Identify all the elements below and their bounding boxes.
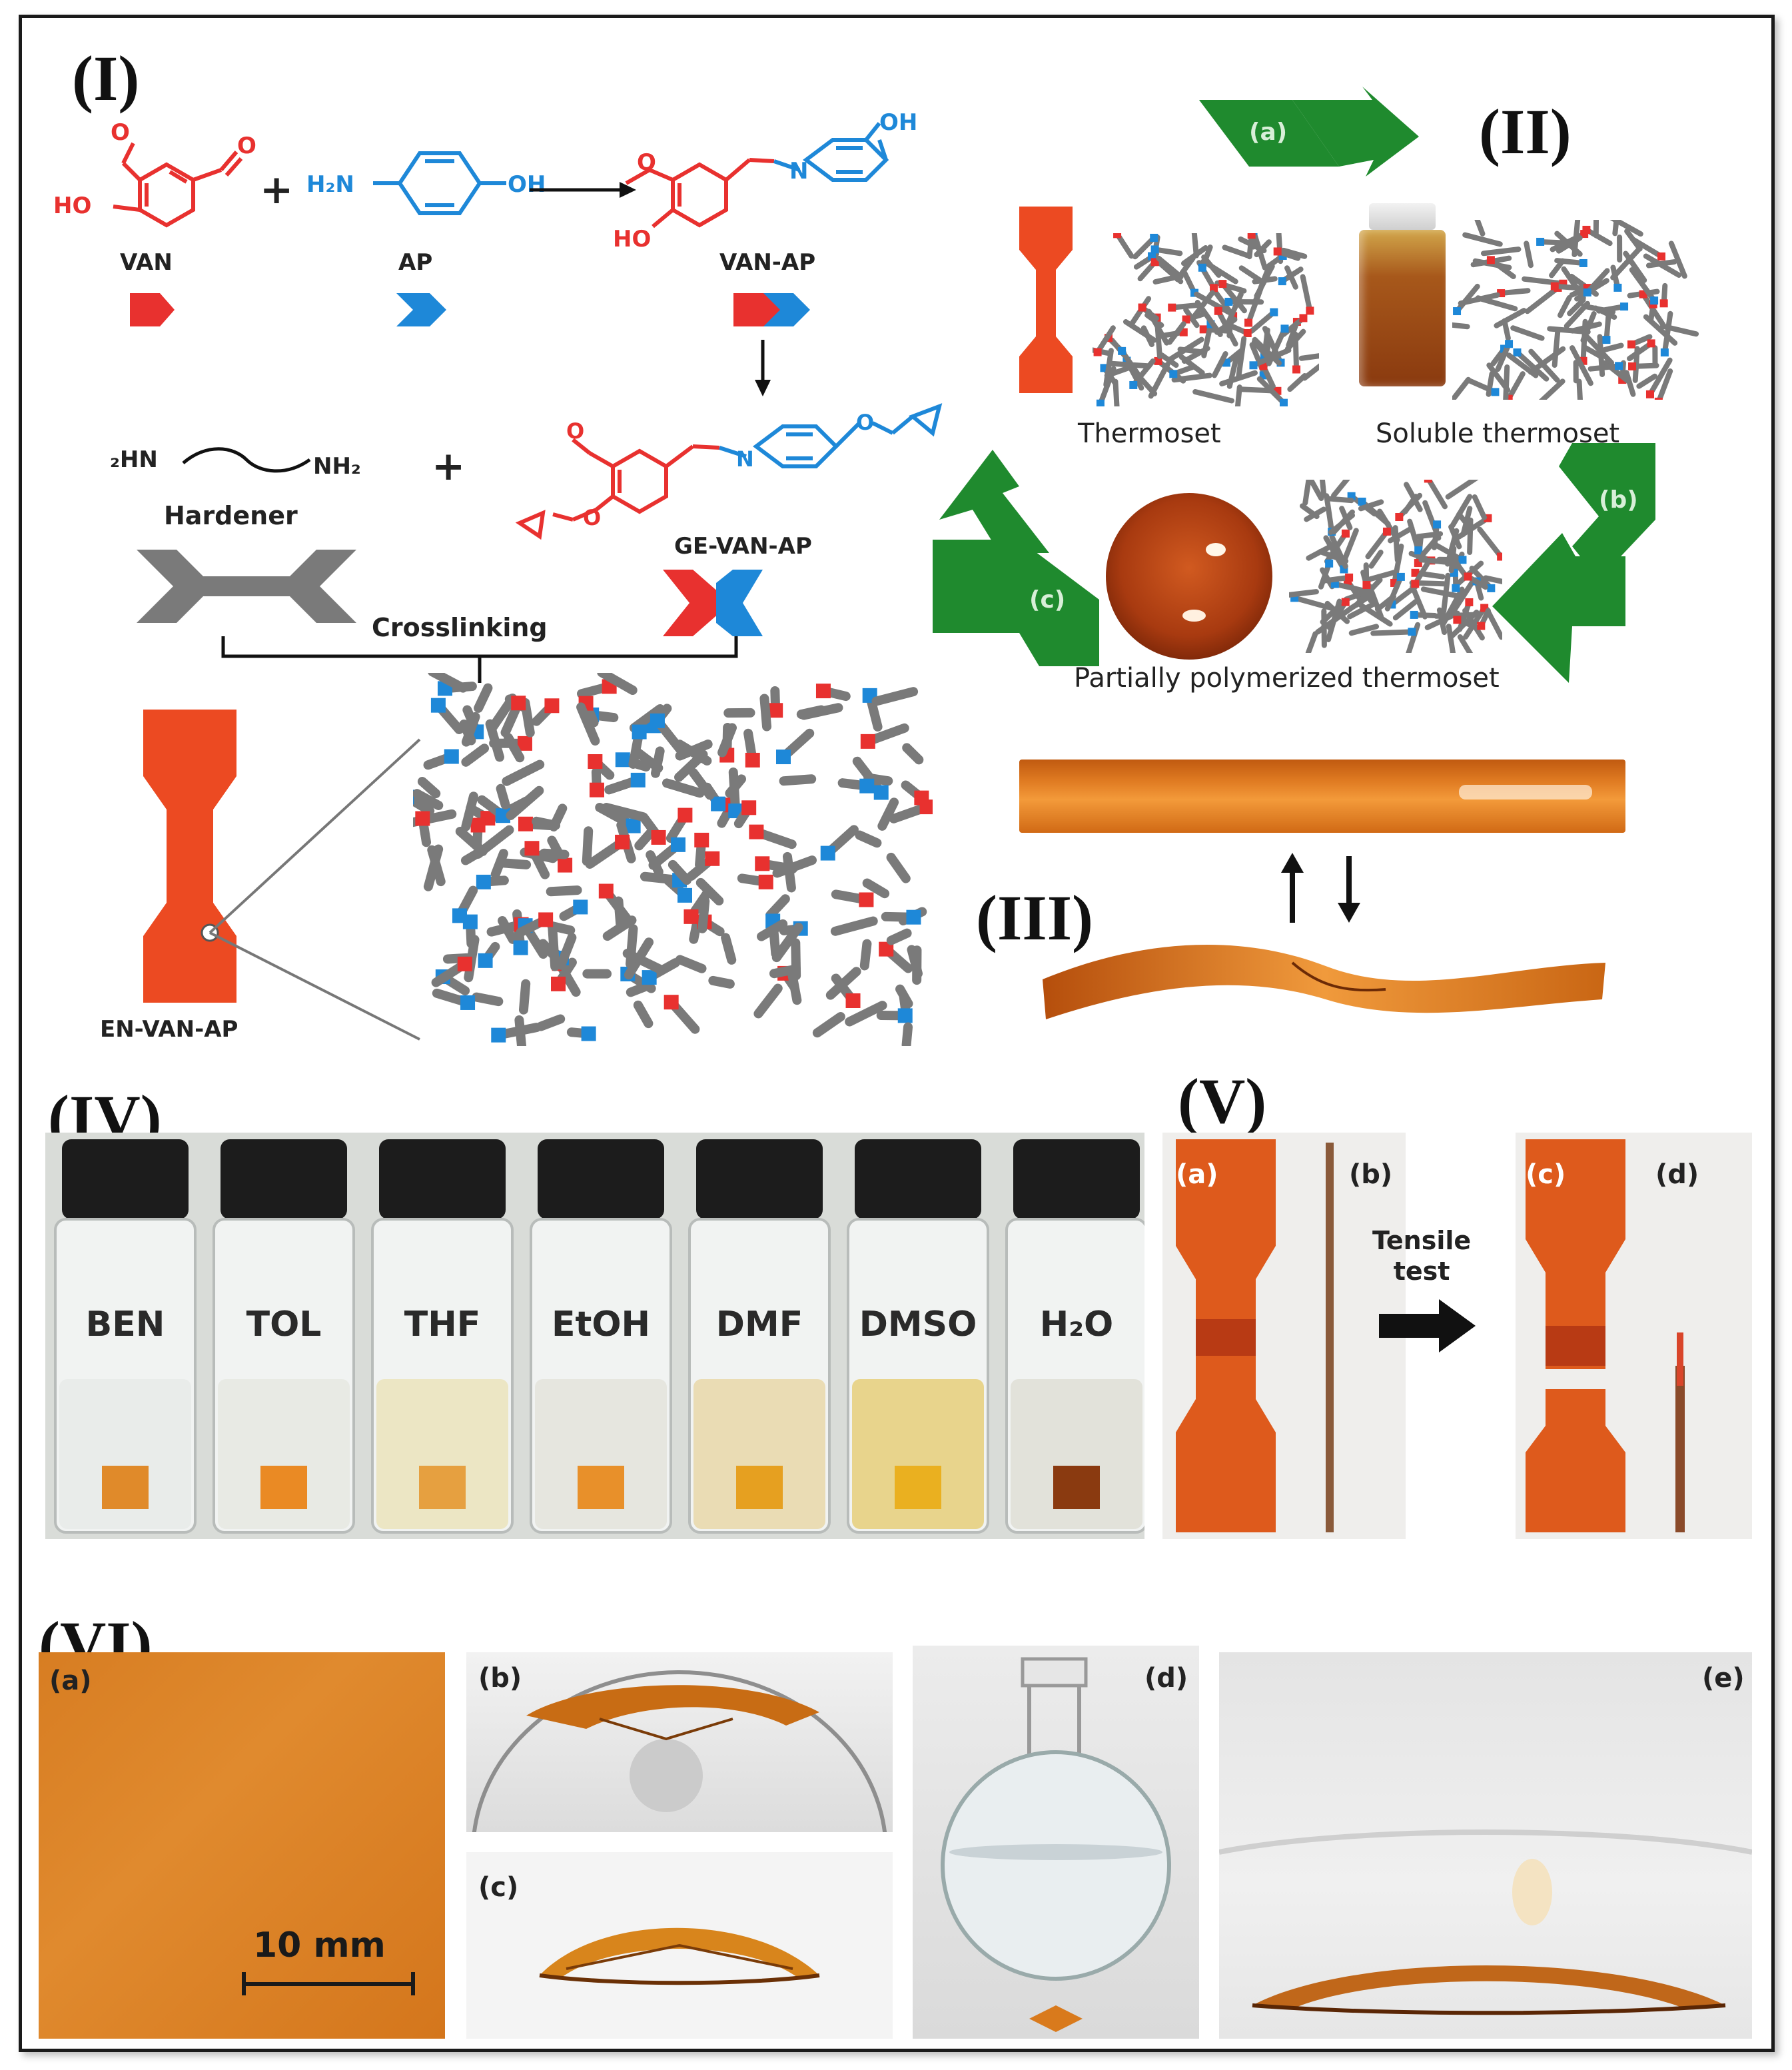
thermoset-label: Thermoset bbox=[1078, 418, 1221, 449]
solvent-vial: DMSO bbox=[847, 1139, 989, 1534]
twisted-strip-photo bbox=[1043, 944, 1605, 1019]
ap-blue-chevron-icon bbox=[396, 293, 446, 326]
van-ap-combined-icon bbox=[733, 293, 810, 326]
solvent-vials-photo: BEN TOL THF EtOH DMF DMSO H₂O bbox=[45, 1133, 1144, 1539]
solvent-label: THF bbox=[404, 1304, 481, 1344]
svg-text:HO: HO bbox=[53, 193, 91, 219]
van-ap-label: VAN-AP bbox=[719, 249, 816, 276]
solvent-label: BEN bbox=[86, 1304, 165, 1344]
reaction-arrow-1 bbox=[530, 182, 636, 198]
panel-label-III: (III) bbox=[976, 882, 1094, 953]
solvent-label: TOL bbox=[246, 1304, 322, 1344]
van-red-pentagon-icon bbox=[130, 293, 175, 326]
hardener-label: Hardener bbox=[164, 501, 298, 530]
en-van-ap-label: EN-VAN-AP bbox=[100, 1016, 238, 1043]
svg-text:O: O bbox=[637, 149, 656, 176]
flat-strip-photo bbox=[1019, 760, 1625, 833]
thermoset-dogbone bbox=[1019, 207, 1073, 393]
ap-structure: H₂N OH bbox=[306, 151, 546, 215]
svg-text:O: O bbox=[856, 410, 874, 435]
reaction-arrow-down bbox=[755, 340, 771, 396]
partial-network bbox=[1289, 480, 1502, 653]
v-c-label: (c) bbox=[1526, 1159, 1566, 1190]
svg-text:O: O bbox=[237, 133, 256, 159]
panel-label-I: (I) bbox=[72, 43, 140, 114]
v-d-label: (d) bbox=[1655, 1159, 1699, 1190]
thermoset-network bbox=[1093, 233, 1319, 406]
v-a-label: (a) bbox=[1176, 1159, 1218, 1190]
vi-b-label: (b) bbox=[478, 1663, 522, 1694]
arrow-b-label: (b) bbox=[1599, 486, 1638, 514]
tensile-a-photo bbox=[1162, 1133, 1406, 1539]
zoom-lines bbox=[209, 738, 421, 1041]
crosslinking-label: Crosslinking bbox=[372, 613, 548, 642]
petri-dish-photo bbox=[1106, 493, 1272, 660]
van-ap-structure: O HO N OH bbox=[613, 109, 917, 253]
flask-d-photo bbox=[913, 1646, 1199, 2039]
solvent-label: DMSO bbox=[859, 1304, 977, 1344]
soluble-network bbox=[1452, 220, 1699, 400]
arrow-a-label: (a) bbox=[1249, 119, 1288, 146]
film-c-photo bbox=[466, 1852, 893, 2039]
svg-text:H₂N: H₂N bbox=[306, 171, 354, 198]
plus-sign-2: + bbox=[432, 443, 466, 490]
tensile-c-photo bbox=[1516, 1133, 1752, 1539]
crosslinked-network-large bbox=[413, 673, 933, 1046]
hardener-hn-label: ₂HN bbox=[110, 446, 158, 473]
v-b-label: (b) bbox=[1349, 1159, 1393, 1190]
solvent-vial: EtOH bbox=[530, 1139, 672, 1534]
hardener-gray-icon bbox=[137, 550, 356, 623]
svg-text:OH: OH bbox=[879, 109, 917, 136]
van-structure: O O HO bbox=[53, 119, 256, 228]
hardener-chain bbox=[182, 447, 311, 473]
vi-c-label: (c) bbox=[478, 1872, 519, 1903]
film-b-photo bbox=[466, 1652, 893, 1832]
van-o-label: O bbox=[111, 119, 130, 146]
ge-van-ap-structure: O O N O bbox=[515, 403, 943, 540]
ge-van-ap-label: GE-VAN-AP bbox=[674, 533, 812, 560]
solvent-vial: H₂O bbox=[1005, 1139, 1144, 1534]
svg-text:O: O bbox=[566, 418, 584, 444]
recycle-arrow-b bbox=[1492, 443, 1655, 683]
recycle-arrow-a bbox=[1199, 87, 1419, 177]
svg-text:HO: HO bbox=[613, 226, 651, 253]
vi-d-label: (d) bbox=[1144, 1663, 1188, 1694]
solvent-vial: TOL bbox=[213, 1139, 355, 1534]
ge-van-ap-icon bbox=[663, 570, 763, 636]
van-label: VAN bbox=[120, 249, 173, 276]
solvent-vial: BEN bbox=[54, 1139, 197, 1534]
partially-polymerized-label: Partially polymerized thermoset bbox=[1074, 663, 1500, 694]
svg-text:O: O bbox=[583, 505, 601, 530]
panel-label-V: (V) bbox=[1178, 1065, 1267, 1137]
tensile-arrow-icon bbox=[1379, 1299, 1476, 1352]
plus-sign-1: + bbox=[260, 167, 294, 213]
solvent-label: H₂O bbox=[1040, 1304, 1114, 1344]
solvent-vial: THF bbox=[371, 1139, 514, 1534]
arrow-c-label: (c) bbox=[1029, 586, 1066, 614]
film-a-photo bbox=[39, 1652, 445, 2039]
solvent-label: EtOH bbox=[552, 1304, 650, 1344]
crosslinking-bracket bbox=[221, 636, 738, 683]
hardener-nh2-label: NH₂ bbox=[313, 453, 361, 480]
svg-text:OH: OH bbox=[508, 171, 546, 198]
tensile-test-label: Tensile test bbox=[1372, 1226, 1472, 1286]
film-e-photo bbox=[1219, 1652, 1752, 2039]
solvent-label: DMF bbox=[716, 1304, 803, 1344]
svg-text:N: N bbox=[736, 446, 754, 472]
scale-bar-label: 10 mm bbox=[253, 1925, 386, 1965]
vi-a-label: (a) bbox=[49, 1666, 92, 1696]
vi-e-label: (e) bbox=[1702, 1663, 1745, 1694]
svg-text:N: N bbox=[789, 158, 808, 185]
panel-label-II: (II) bbox=[1479, 96, 1571, 167]
ap-label: AP bbox=[398, 249, 433, 276]
solvent-vial: DMF bbox=[688, 1139, 831, 1534]
reversible-arrows bbox=[1281, 853, 1360, 923]
soluble-vial-photo bbox=[1356, 203, 1449, 390]
recycle-arrow-c bbox=[933, 450, 1099, 666]
